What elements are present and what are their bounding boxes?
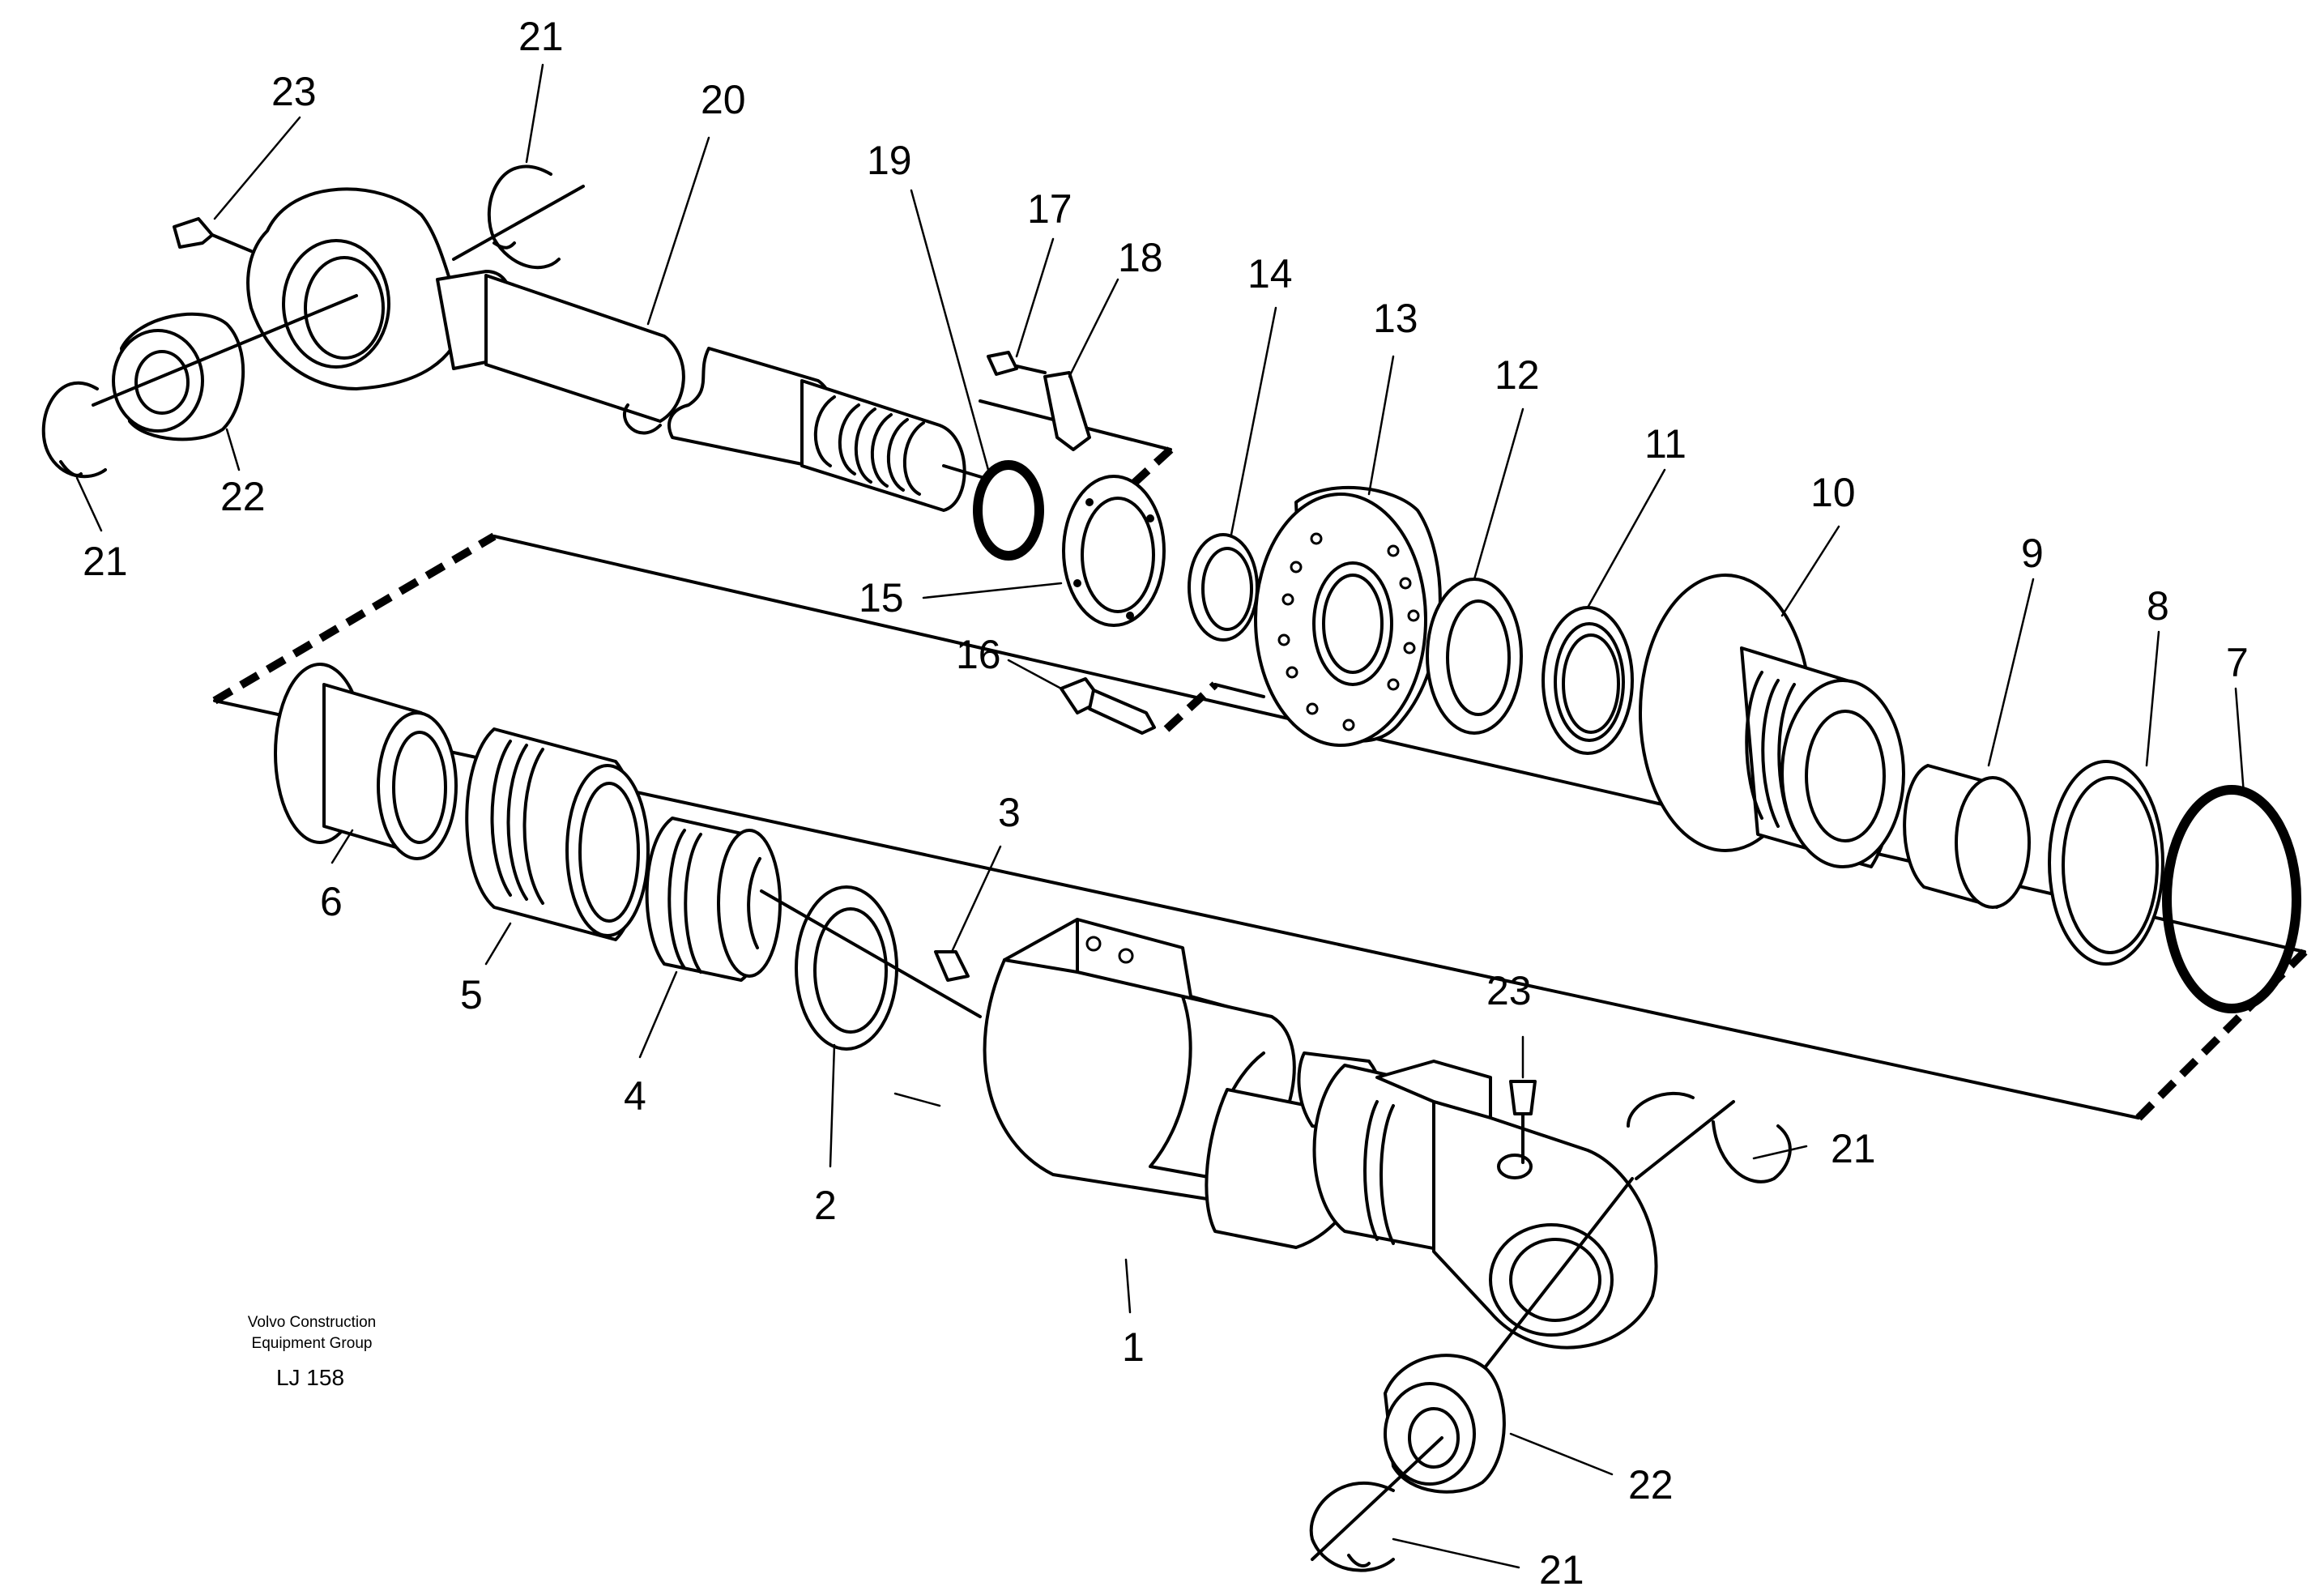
callout-21-left: 21 <box>83 539 128 584</box>
callout-1: 1 <box>1122 1324 1145 1370</box>
callout-7: 7 <box>2226 640 2249 685</box>
callout-21-right: 21 <box>1831 1126 1876 1171</box>
figure-code: LJ 158 <box>276 1365 344 1390</box>
callout-10: 10 <box>1810 470 1856 515</box>
backup-ring-8 <box>2048 760 2164 966</box>
callout-labels: 1 2 3 4 5 6 7 8 9 10 11 12 13 14 15 16 1… <box>83 14 2249 1593</box>
callout-15: 15 <box>859 575 904 621</box>
cylinder-tube-1 <box>893 918 1735 1383</box>
seal-ring-14 <box>1188 533 1259 642</box>
retaining-ring-lower-right <box>1627 1092 1792 1183</box>
o-ring-19 <box>973 460 1044 561</box>
callout-9: 9 <box>2021 531 2044 576</box>
callout-6: 6 <box>320 879 343 924</box>
callout-19: 19 <box>867 138 912 183</box>
cylinder-head-13 <box>1254 485 1442 747</box>
grease-nipple-upper <box>173 217 253 253</box>
callout-23-right: 23 <box>1486 968 1532 1013</box>
snap-ring-7 <box>2162 785 2301 1013</box>
rod-seal-11 <box>1542 606 1634 755</box>
callout-20: 20 <box>701 77 746 122</box>
spherical-bushing-lower <box>1311 1354 1506 1561</box>
callout-11: 11 <box>1644 421 1686 467</box>
retaining-ring-lower-left <box>1309 1481 1395 1572</box>
piston-6 <box>274 663 458 860</box>
screw-17 <box>987 351 1047 376</box>
piston-rod-eye <box>246 187 685 435</box>
spacer-2 <box>760 885 982 1051</box>
callout-21-bottom: 21 <box>1539 1547 1584 1593</box>
callout-5: 5 <box>460 972 483 1017</box>
callout-16: 16 <box>956 632 1001 677</box>
callout-14: 14 <box>1247 251 1293 296</box>
callout-13: 13 <box>1373 296 1418 341</box>
callout-21-top: 21 <box>518 14 564 59</box>
callout-18: 18 <box>1118 235 1163 280</box>
credit-line-1: Volvo Construction <box>248 1314 376 1331</box>
piston-rod-body <box>667 347 986 512</box>
retaining-ring-upper-right <box>452 164 585 270</box>
callout-17: 17 <box>1027 186 1072 232</box>
credit-line-2: Equipment Group <box>252 1335 373 1352</box>
wiper-ring-12 <box>1426 578 1523 735</box>
flange-plate-15 <box>1062 475 1166 627</box>
bolt-16 <box>1060 677 1156 735</box>
callout-23-top: 23 <box>271 69 317 114</box>
callout-2: 2 <box>814 1183 837 1228</box>
spherical-bushing-upper <box>92 294 358 441</box>
sleeve-9 <box>1903 764 2031 909</box>
callout-4: 4 <box>624 1073 646 1119</box>
callout-12: 12 <box>1495 352 1540 398</box>
piston-body-5 <box>465 727 650 941</box>
callout-3: 3 <box>998 790 1021 835</box>
grease-nipple-lower <box>1509 1080 1537 1164</box>
lock-plate-18 <box>1043 371 1091 451</box>
piston-nut-4 <box>645 817 782 982</box>
callout-22-bottom: 22 <box>1628 1462 1674 1508</box>
guide-bush-10 <box>1639 574 1905 868</box>
callout-22-left: 22 <box>220 474 266 519</box>
callout-8: 8 <box>2147 583 2169 629</box>
publisher-credit: Volvo Construction Equipment Group LJ 15… <box>248 1314 376 1390</box>
retaining-ring-upper-left <box>41 381 107 479</box>
set-screw-3 <box>934 950 970 982</box>
leader-lines <box>75 63 2245 1569</box>
